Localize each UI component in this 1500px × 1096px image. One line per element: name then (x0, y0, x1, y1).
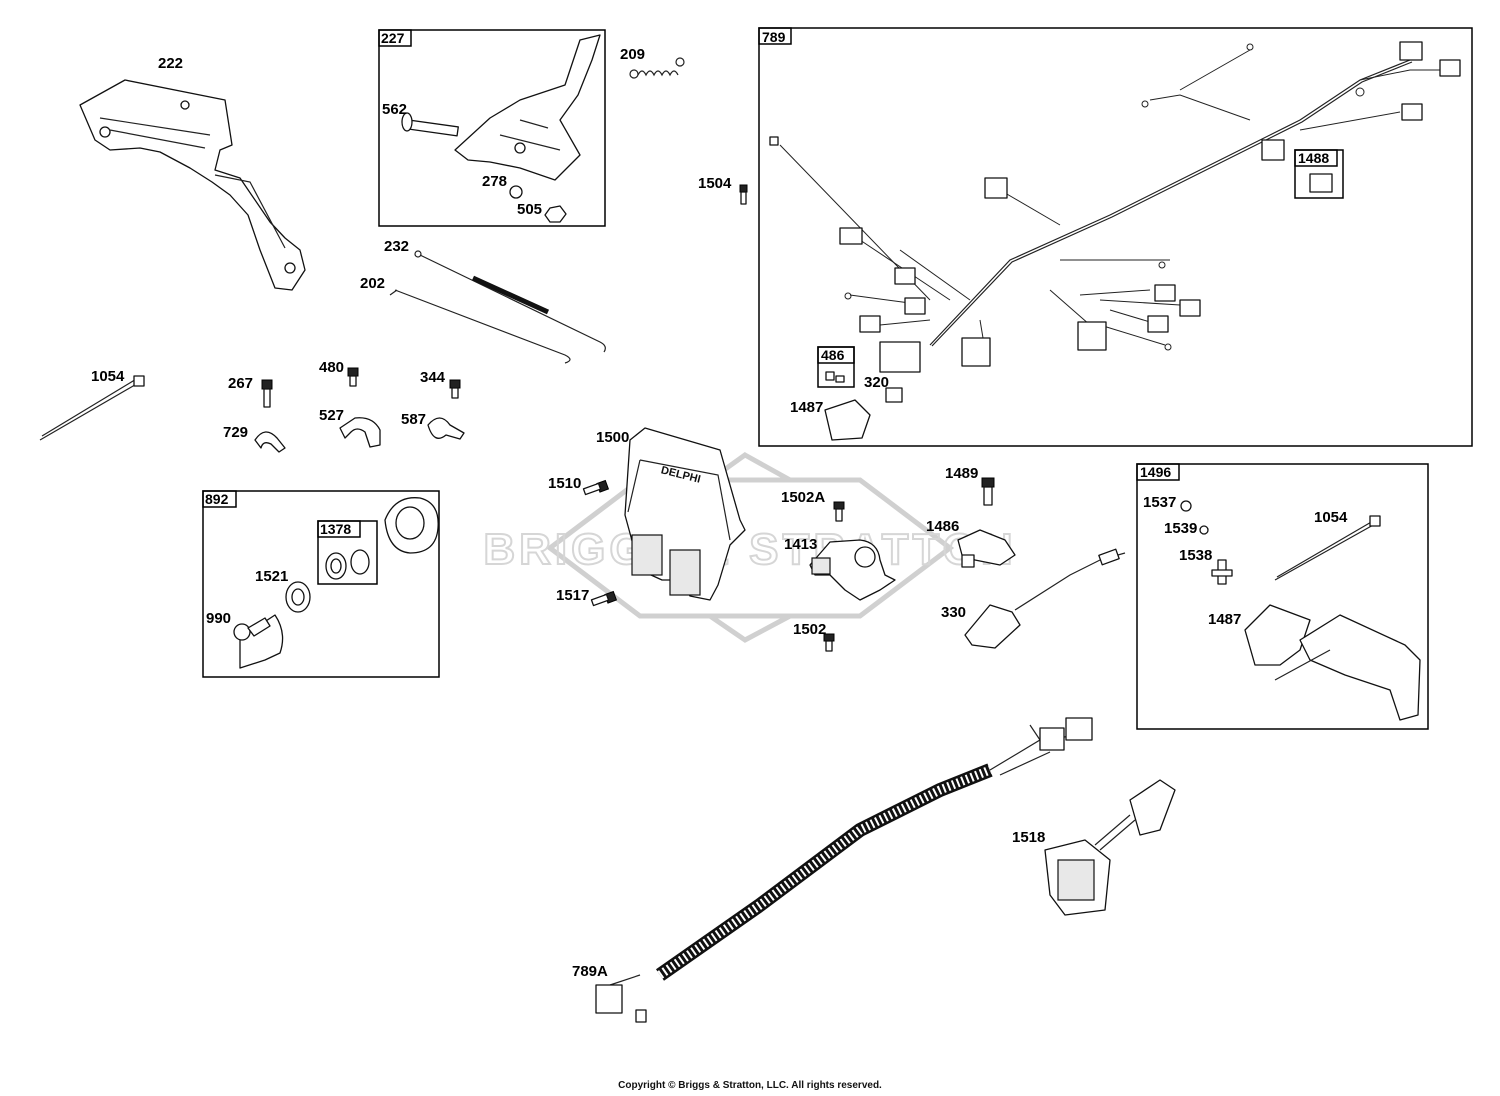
callout-1510: 1510 (548, 475, 581, 492)
callout-267: 267 (228, 375, 253, 392)
callout-1538: 1538 (1179, 547, 1212, 564)
part-1538-grommet[interactable] (1211, 559, 1233, 585)
callout-789a: 789A (572, 963, 608, 980)
part-1487-cover[interactable] (824, 399, 871, 441)
callout-1486: 1486 (926, 518, 959, 535)
part-729-clamp[interactable] (254, 431, 286, 453)
callout-1500: 1500 (596, 429, 629, 446)
callout-1537: 1537 (1143, 494, 1176, 511)
callout-505: 505 (517, 201, 542, 218)
part-789a-wiring-harness[interactable] (595, 717, 1093, 1023)
callout-209: 209 (620, 46, 645, 63)
box-789 (758, 27, 1473, 447)
box-892-tag (202, 490, 237, 508)
callout-1502a: 1502A (781, 489, 825, 506)
part-1378-nut-washer[interactable] (325, 549, 370, 580)
callout-202: 202 (360, 275, 385, 292)
callout-222: 222 (158, 55, 183, 72)
part-1510-screw[interactable] (582, 479, 610, 496)
callout-1521: 1521 (255, 568, 288, 585)
part-562-bolt[interactable] (401, 112, 459, 137)
callout-344: 344 (420, 369, 446, 386)
box-486-tag (817, 346, 855, 364)
callout-729: 729 (223, 424, 248, 441)
part-486-terminals[interactable] (825, 371, 845, 383)
callout-1539: 1539 (1164, 520, 1197, 537)
box-227-tag (378, 29, 412, 47)
callout-990: 990 (206, 610, 231, 627)
part-1537-nut[interactable] (1180, 500, 1192, 512)
callout-1487: 1487 (790, 399, 823, 416)
callout-1518: 1518 (1012, 829, 1045, 846)
part-344-bolt[interactable] (449, 379, 461, 399)
callout-1517: 1517 (556, 587, 589, 604)
box-486-label: 486 (821, 347, 845, 363)
callout-1504: 1504 (698, 175, 732, 192)
part-1504-bolt[interactable] (739, 184, 748, 205)
part-1500-ecu-module[interactable]: DELPHI (624, 427, 746, 601)
callout-278: 278 (482, 173, 507, 190)
box-1496 (1136, 463, 1429, 730)
callout-320: 320 (864, 374, 889, 391)
box-1496-tag (1136, 463, 1180, 481)
box-892 (202, 490, 440, 678)
part-527-clamp[interactable] (339, 417, 381, 448)
box-227-label: 227 (381, 30, 405, 46)
part-892-ignition-switch[interactable] (384, 497, 439, 554)
callout-1487-2: 1487 (1208, 611, 1241, 628)
callout-480: 480 (319, 359, 344, 376)
watermark-logo: BRIGGS & STRATTON (482, 452, 1016, 643)
part-1502a-screw[interactable] (833, 501, 845, 522)
box-1488-tag (1294, 149, 1338, 167)
part-232-cable[interactable] (414, 250, 606, 353)
callout-1413: 1413 (784, 536, 817, 553)
part-1413-throttle-body-sensor[interactable] (809, 539, 896, 601)
callout-1054: 1054 (91, 368, 125, 385)
box-227 (378, 29, 606, 227)
part-587-clamp[interactable] (427, 417, 465, 440)
part-1488-connector[interactable] (1309, 173, 1333, 193)
part-330-oxygen-sensor[interactable] (964, 548, 1126, 649)
part-278-washer[interactable] (509, 185, 523, 199)
part-480-bolt[interactable] (347, 367, 359, 387)
box-1378-label: 1378 (320, 521, 351, 537)
part-209-spring[interactable] (629, 57, 685, 79)
part-267-bolt[interactable] (261, 379, 273, 408)
part-1539-washer[interactable] (1199, 525, 1209, 535)
box-789-label: 789 (762, 29, 786, 45)
box-1378-tag (317, 520, 361, 538)
callout-232: 232 (384, 238, 409, 255)
box-1488-label: 1488 (1298, 150, 1329, 166)
part-202-rod[interactable] (389, 289, 571, 364)
part-789-wiring-harness[interactable] (769, 41, 1461, 373)
part-1496-bracket-cover[interactable] (1244, 604, 1421, 721)
box-892-label: 892 (205, 491, 229, 507)
callout-527: 527 (319, 407, 344, 424)
callout-587: 587 (401, 411, 426, 428)
part-227-throttle-lever[interactable] (454, 34, 601, 181)
callout-1502: 1502 (793, 621, 826, 638)
callout-330: 330 (941, 604, 966, 621)
part-1517-screw[interactable] (590, 590, 618, 607)
part-1054-cable-tie-2[interactable] (1274, 515, 1381, 581)
box-1496-label: 1496 (1140, 464, 1171, 480)
part-1502-screw[interactable] (823, 633, 835, 652)
part-320-plug[interactable] (885, 387, 903, 403)
callout-1489: 1489 (945, 465, 978, 482)
part-1486-map-sensor[interactable] (957, 529, 1016, 568)
part-1518-hour-meter[interactable] (1044, 779, 1176, 916)
copyright-notice: Copyright © Briggs & Stratton, LLC. All … (618, 1080, 882, 1091)
watermark-text: BRIGGS & STRATTON (483, 525, 1016, 574)
box-789-tag (758, 27, 792, 45)
part-1489-bolt[interactable] (981, 477, 995, 506)
part-990-key[interactable] (233, 614, 284, 669)
part-505-nut[interactable] (544, 205, 567, 223)
part-1054-cable-tie[interactable] (39, 375, 145, 441)
callout-562: 562 (382, 101, 407, 118)
part-222-bracket[interactable] (79, 79, 306, 291)
part-1521-bezel[interactable] (285, 581, 311, 613)
callout-1054-2: 1054 (1314, 509, 1348, 526)
